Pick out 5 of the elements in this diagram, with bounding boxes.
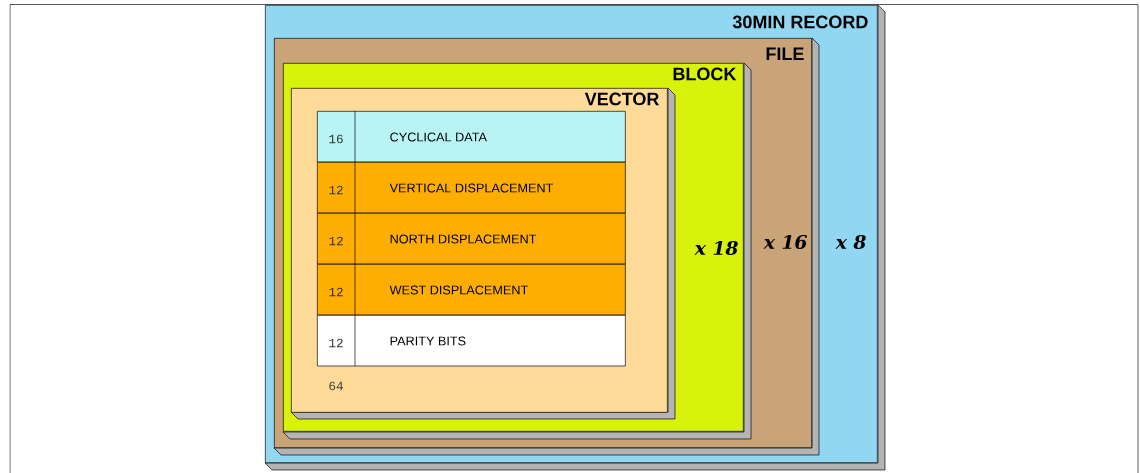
table-row: 16 CYCLICAL DATA <box>317 110 626 163</box>
table-row: 12 WEST DISPLACEMENT <box>317 263 626 316</box>
table-row: 12 NORTH DISPLACEMENT <box>317 212 626 265</box>
table-row: 12 VERTICAL DISPLACEMENT <box>317 161 626 214</box>
table-row: 12 PARITY BITS <box>317 314 626 367</box>
